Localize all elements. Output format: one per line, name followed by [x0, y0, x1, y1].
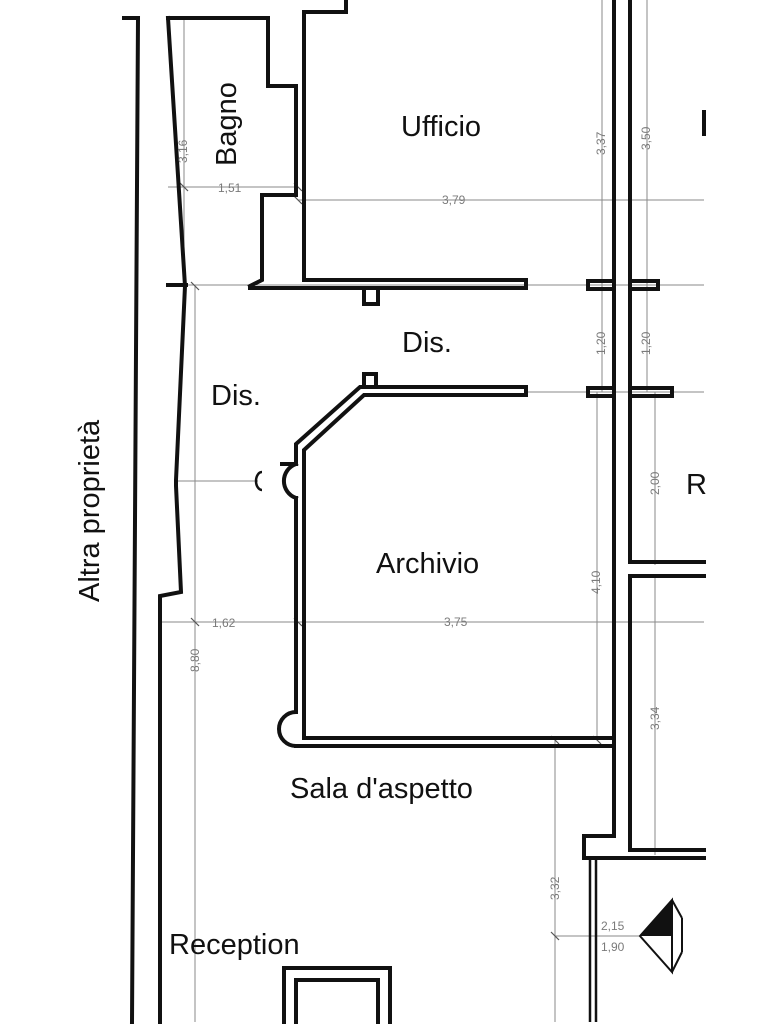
dim-dis-depth-a: 1,20: [594, 331, 608, 355]
room-label-dis-upper: Dis.: [402, 327, 452, 359]
dim-right-height: 3,50: [639, 126, 653, 150]
dim-entrance-width-a: 2,15: [601, 919, 625, 933]
room-label-ufficio: Ufficio: [401, 111, 481, 143]
room-label-archivio: Archivio: [376, 548, 479, 580]
dim-bagno-width: 1,51: [218, 181, 242, 195]
room-label-dis-left: Dis.: [211, 380, 261, 412]
dim-lower-right-height: 3,34: [648, 706, 662, 730]
room-label-bagno: Bagno: [211, 82, 243, 166]
north-arrow-icon: [638, 897, 683, 975]
dim-right-room-height: 2,00: [648, 471, 662, 495]
dim-bagno-height: 3,16: [176, 139, 190, 163]
room-labels: Bagno Ufficio Dis. Dis. Archivio Sala d'…: [74, 82, 707, 961]
dim-dis-depth-b: 1,20: [639, 331, 653, 355]
room-label-right-partial: R: [686, 469, 707, 501]
dimension-lines: [160, 0, 704, 1022]
dim-ufficio-width: 3,79: [442, 193, 466, 207]
dim-ufficio-height: 3,37: [594, 131, 608, 155]
dim-entrance-width-b: 1,90: [601, 940, 625, 954]
walls: [122, 0, 706, 1024]
room-label-sala: Sala d'aspetto: [290, 773, 473, 805]
dim-archivio-height: 4,10: [589, 570, 603, 594]
side-label-altra-proprieta: Altra proprietà: [74, 419, 106, 602]
dim-corridor-width: 1,62: [212, 616, 236, 630]
dimension-labels: 3,16 1,51 3,79 3,37 3,50 1,20 1,20 2,00 …: [176, 126, 662, 954]
room-label-reception: Reception: [169, 929, 300, 961]
dim-entrance-height: 3,32: [548, 876, 562, 900]
dim-total-height: 8,80: [188, 648, 202, 672]
dim-archivio-width: 3,75: [444, 615, 468, 629]
